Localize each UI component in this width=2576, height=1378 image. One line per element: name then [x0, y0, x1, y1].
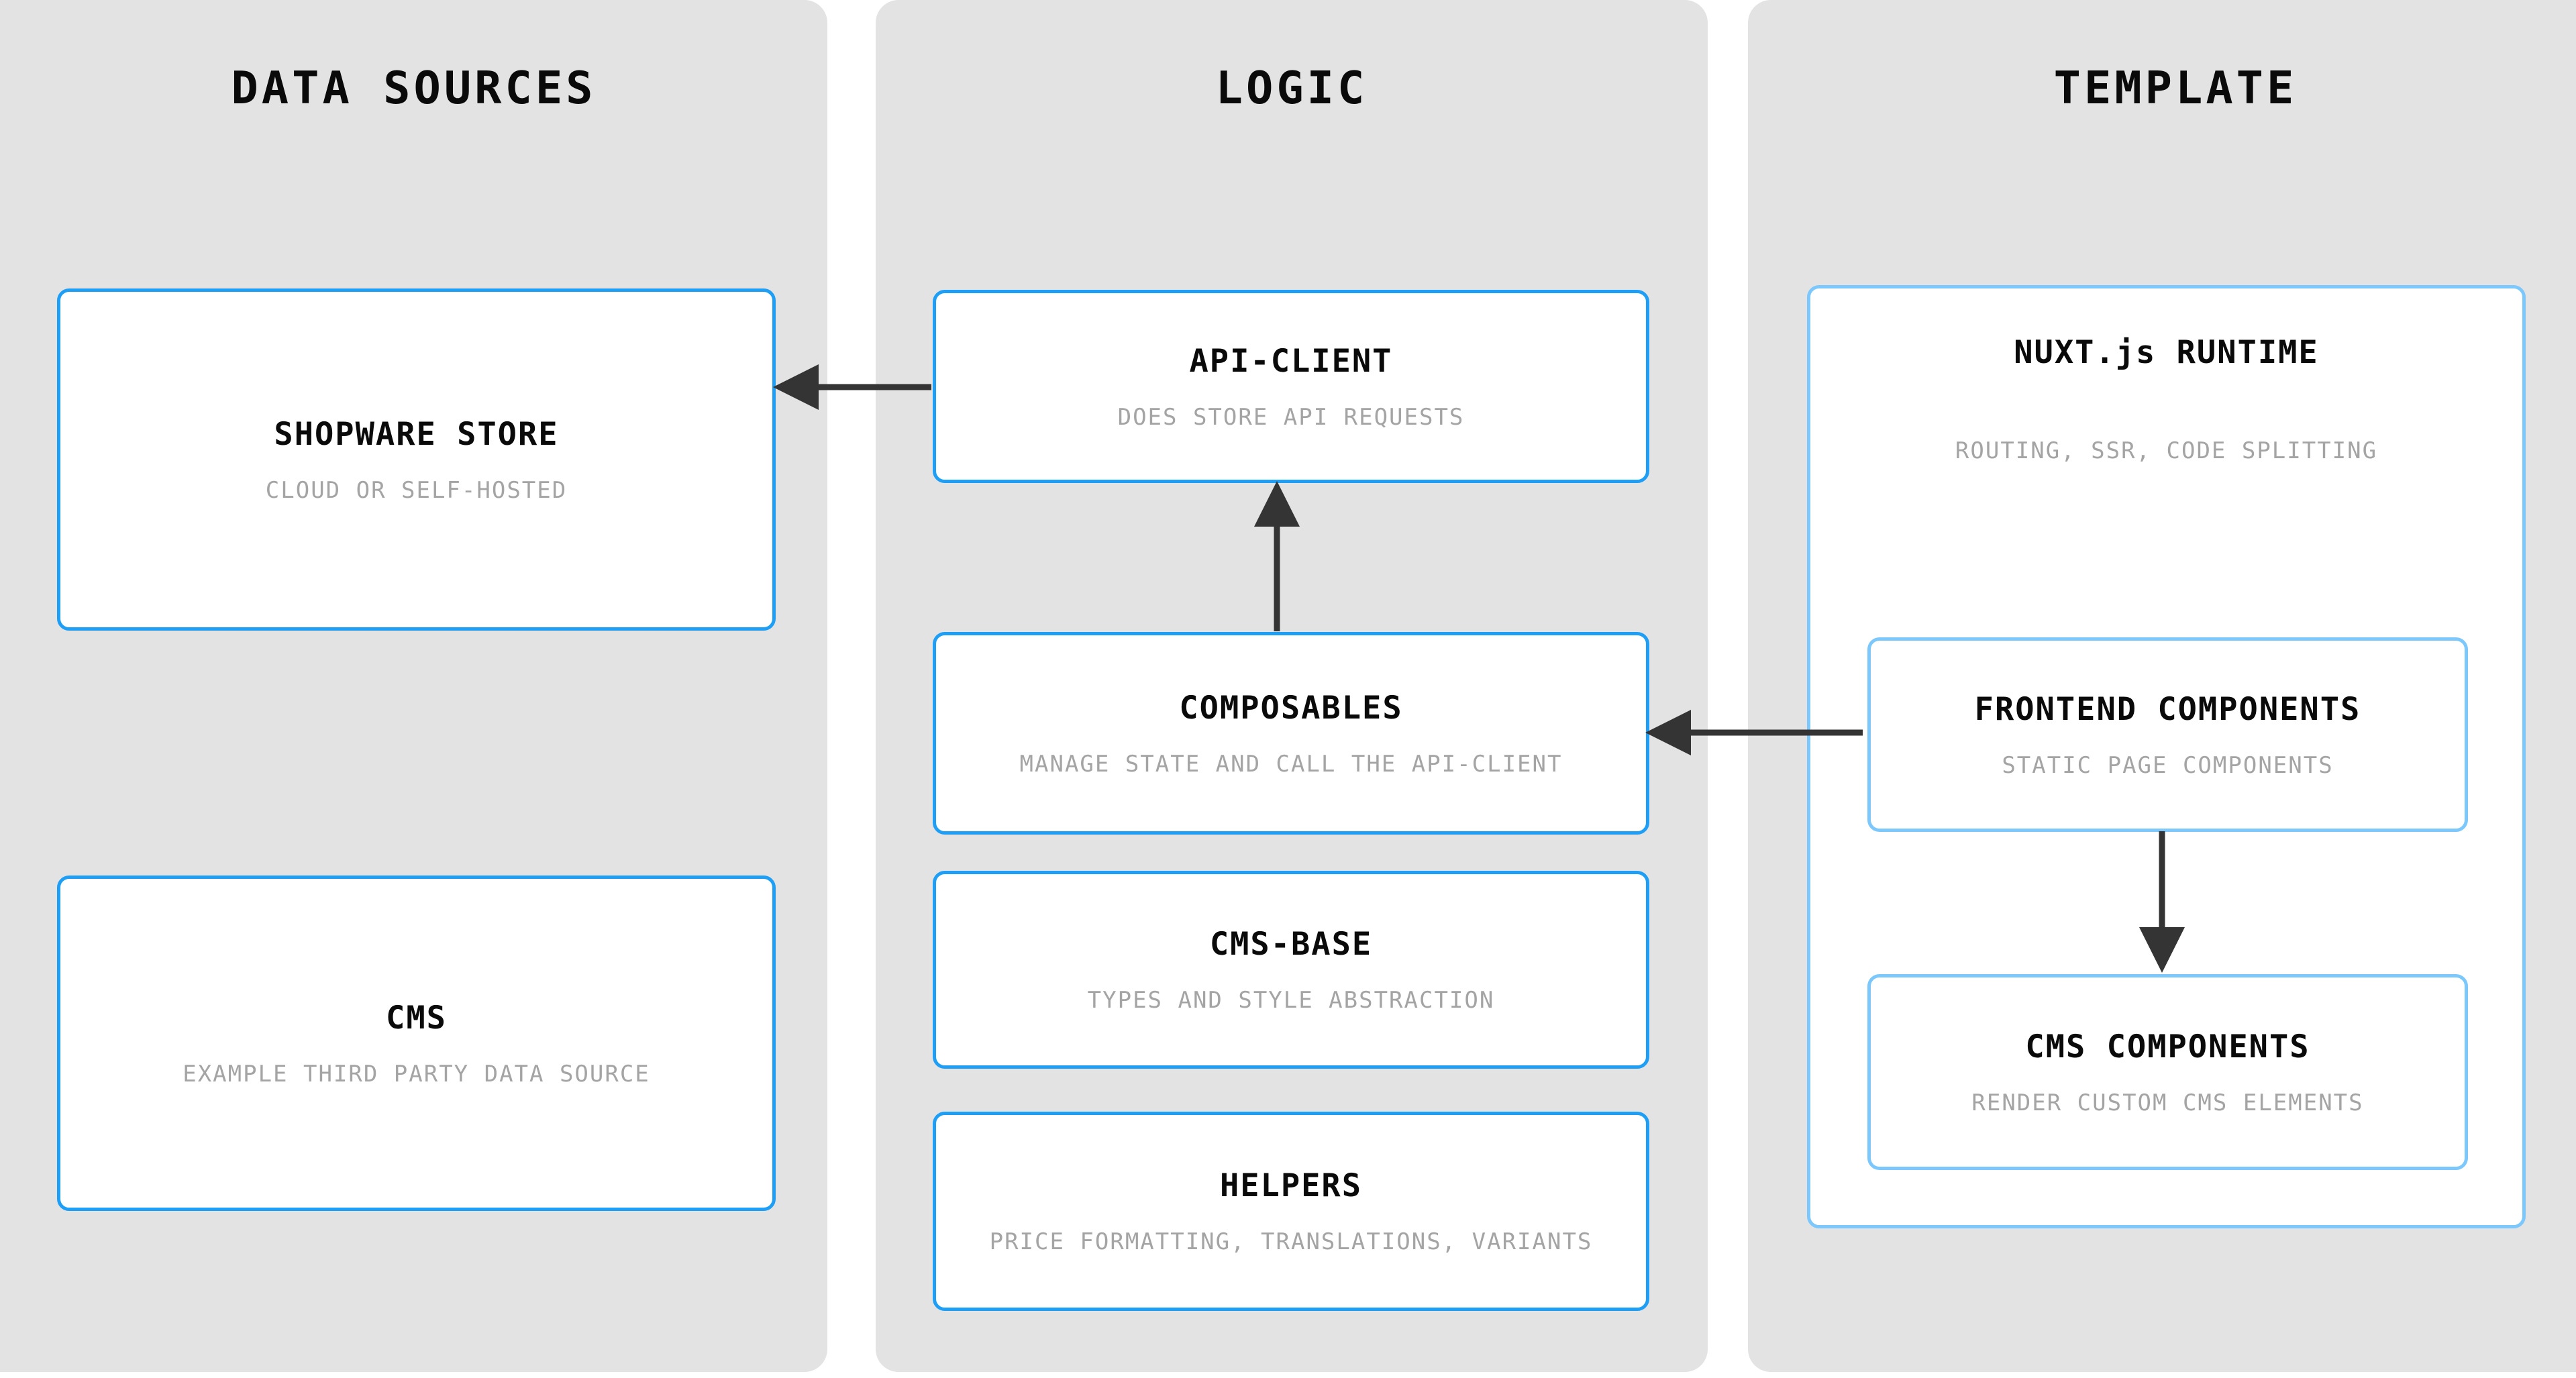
node-title-cms: CMS [386, 999, 447, 1037]
node-subtitle-api-client: DOES STORE API REQUESTS [1117, 403, 1465, 431]
node-subtitle-nuxt-runtime: ROUTING, SSR, CODE SPLITTING [1955, 437, 2378, 464]
column-title-template: TEMPLATE [2053, 62, 2298, 114]
node-subtitle-cms: EXAMPLE THIRD PARTY DATA SOURCE [183, 1060, 650, 1088]
node-cms[interactable]: CMS EXAMPLE THIRD PARTY DATA SOURCE [57, 876, 776, 1211]
node-subtitle-cms-base: TYPES AND STYLE ABSTRACTION [1087, 987, 1495, 1014]
node-subtitle-composables: MANAGE STATE AND CALL THE API-CLIENT [1019, 750, 1563, 778]
node-title-shopware-store: SHOPWARE STORE [274, 415, 559, 453]
node-title-frontend-components: FRONTEND COMPONENTS [1974, 690, 2361, 728]
node-subtitle-cms-components: RENDER CUSTOM CMS ELEMENTS [1971, 1089, 2364, 1116]
node-frontend-components[interactable]: FRONTEND COMPONENTS STATIC PAGE COMPONEN… [1867, 637, 2468, 832]
node-subtitle-frontend-components: STATIC PAGE COMPONENTS [2002, 751, 2334, 779]
column-title-logic: LOGIC [1215, 62, 1368, 114]
node-cms-base[interactable]: CMS-BASE TYPES AND STYLE ABSTRACTION [933, 871, 1649, 1069]
node-title-nuxt-runtime: NUXT.js RUNTIME [2014, 334, 2319, 371]
node-subtitle-shopware-store: CLOUD OR SELF-HOSTED [265, 476, 568, 504]
node-api-client[interactable]: API-CLIENT DOES STORE API REQUESTS [933, 290, 1649, 483]
node-nuxt-runtime[interactable]: NUXT.js RUNTIME ROUTING, SSR, CODE SPLIT… [1807, 285, 2526, 1228]
column-title-data-sources: DATA SOURCES [231, 62, 597, 114]
node-cms-components[interactable]: CMS COMPONENTS RENDER CUSTOM CMS ELEMENT… [1867, 974, 2468, 1170]
node-title-cms-base: CMS-BASE [1209, 926, 1373, 963]
node-composables[interactable]: COMPOSABLES MANAGE STATE AND CALL THE AP… [933, 632, 1649, 835]
node-shopware-store[interactable]: SHOPWARE STORE CLOUD OR SELF-HOSTED [57, 288, 776, 631]
node-title-cms-components: CMS COMPONENTS [2025, 1028, 2310, 1065]
node-title-composables: COMPOSABLES [1179, 689, 1403, 727]
node-subtitle-helpers: PRICE FORMATTING, TRANSLATIONS, VARIANTS [989, 1228, 1593, 1255]
node-title-helpers: HELPERS [1219, 1167, 1363, 1204]
node-helpers[interactable]: HELPERS PRICE FORMATTING, TRANSLATIONS, … [933, 1112, 1649, 1311]
node-title-api-client: API-CLIENT [1189, 342, 1393, 380]
